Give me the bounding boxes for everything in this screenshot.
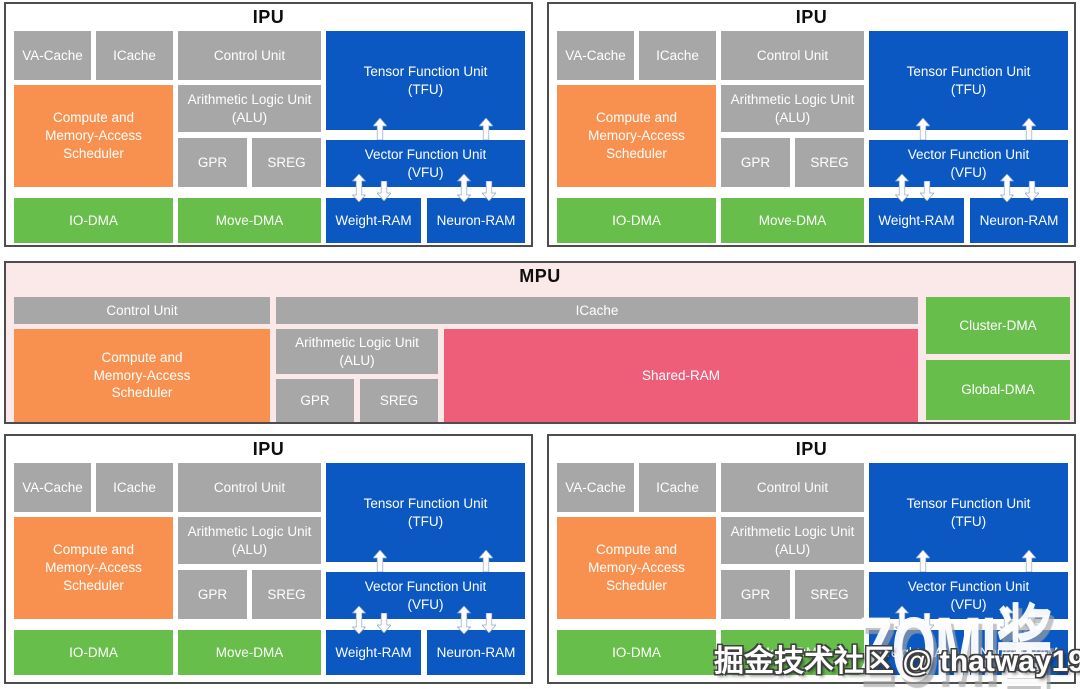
ipu-panel-bottom-left: IPU VA-Cache ICache Control Unit Tensor … [4,434,533,684]
neuron-ram-block: Neuron-RAM [970,198,1068,243]
move-dma-block: Move-DMA [721,198,864,243]
icache-block: ICache [639,463,716,512]
shared-ram-block: Shared-RAM [444,329,918,422]
neuron-ram-block: Neuron-RAM [970,630,1068,675]
move-dma-block: Move-DMA [178,630,321,675]
global-dma-block: Global-DMA [926,360,1070,420]
double-arrow-icon [457,174,471,202]
mpu-icache-block: ICache [276,297,918,324]
compute-scheduler-block: Compute and Memory-Access Scheduler [557,85,716,187]
weight-ram-block: Weight-RAM [869,630,964,675]
sreg-block: SREG [795,138,864,187]
compute-scheduler-block: Compute and Memory-Access Scheduler [14,517,173,619]
control-unit-block: Control Unit [721,463,864,512]
mpu-compute-scheduler-block: Compute and Memory-Access Scheduler [14,329,270,422]
sreg-block: SREG [252,138,321,187]
icache-block: ICache [96,463,173,512]
mpu-gpr-block: GPR [276,379,354,422]
tensor-function-unit-block: Tensor Function Unit (TFU) [869,31,1068,130]
neuron-ram-block: Neuron-RAM [427,198,525,243]
tensor-function-unit-block: Tensor Function Unit (TFU) [326,463,525,562]
alu-block: Arithmetic Logic Unit (ALU) [721,85,864,132]
move-dma-block: Move-DMA [721,630,864,675]
double-arrow-icon [895,606,909,634]
io-dma-block: IO-DMA [14,630,173,675]
ipu-title: IPU [795,7,828,27]
up-arrow-icon [373,118,387,140]
up-arrow-icon [916,118,930,140]
down-arrow-icon [1025,181,1039,201]
mpu-title: MPU [519,266,561,286]
alu-block: Arithmetic Logic Unit (ALU) [721,517,864,564]
ipu-title: IPU [252,439,285,459]
gpr-block: GPR [178,570,247,619]
gpr-block: GPR [721,570,790,619]
double-arrow-icon [895,174,909,202]
mpu-sreg-block: SREG [360,379,438,422]
va-cache-block: VA-Cache [557,463,634,512]
double-arrow-icon [1000,174,1014,202]
io-dma-block: IO-DMA [14,198,173,243]
mpu-control-unit-block: Control Unit [14,297,270,324]
down-arrow-icon [377,613,391,633]
tensor-function-unit-block: Tensor Function Unit (TFU) [869,463,1068,562]
up-arrow-icon [479,118,493,140]
weight-ram-block: Weight-RAM [326,198,421,243]
up-arrow-icon [1022,118,1036,140]
neuron-ram-block: Neuron-RAM [427,630,525,675]
sreg-block: SREG [795,570,864,619]
va-cache-block: VA-Cache [14,31,91,80]
icache-block: ICache [639,31,716,80]
tensor-function-unit-block: Tensor Function Unit (TFU) [326,31,525,130]
up-arrow-icon [373,550,387,572]
down-arrow-icon [482,613,496,633]
mpu-panel: MPU Control Unit ICache Compute and Memo… [4,261,1076,424]
va-cache-block: VA-Cache [14,463,91,512]
alu-block: Arithmetic Logic Unit (ALU) [178,85,321,132]
control-unit-block: Control Unit [721,31,864,80]
cluster-dma-block: Cluster-DMA [926,297,1070,354]
up-arrow-icon [479,550,493,572]
io-dma-block: IO-DMA [557,198,716,243]
alu-block: Arithmetic Logic Unit (ALU) [178,517,321,564]
ipu-panel-top-right: IPU VA-Cache ICache Control Unit Tensor … [547,2,1076,247]
down-arrow-icon [920,181,934,201]
juejin-community-watermark: 掘金技术社区 @ thatway1989 [714,645,1080,678]
icache-block: ICache [96,31,173,80]
io-dma-block: IO-DMA [557,630,716,675]
compute-scheduler-block: Compute and Memory-Access Scheduler [557,517,716,619]
up-arrow-icon [916,550,930,572]
control-unit-block: Control Unit [178,463,321,512]
down-arrow-icon [377,181,391,201]
weight-ram-block: Weight-RAM [869,198,964,243]
ipu-title: IPU [795,439,828,459]
gpr-block: GPR [178,138,247,187]
double-arrow-icon [352,606,366,634]
va-cache-block: VA-Cache [557,31,634,80]
double-arrow-icon [1000,606,1014,634]
gpr-block: GPR [721,138,790,187]
compute-scheduler-block: Compute and Memory-Access Scheduler [14,85,173,187]
move-dma-block: Move-DMA [178,198,321,243]
ipu-title: IPU [252,7,285,27]
vector-function-unit-block: Vector Function Unit (VFU) [869,140,1068,187]
double-arrow-icon [457,606,471,634]
up-arrow-icon [1022,550,1036,572]
down-arrow-icon [482,181,496,201]
double-arrow-icon [352,174,366,202]
control-unit-block: Control Unit [178,31,321,80]
zomi-logo-watermark: ZOMI酱 [858,599,1053,689]
down-arrow-icon [1025,613,1039,633]
mpu-alu-block: Arithmetic Logic Unit (ALU) [276,329,438,374]
sreg-block: SREG [252,570,321,619]
weight-ram-block: Weight-RAM [326,630,421,675]
ipu-panel-top-left: IPU VA-Cache ICache Control Unit Tensor … [4,2,533,247]
down-arrow-icon [920,613,934,633]
ipu-panel-bottom-right: IPU VA-Cache ICache Control Unit Tensor … [547,434,1076,684]
